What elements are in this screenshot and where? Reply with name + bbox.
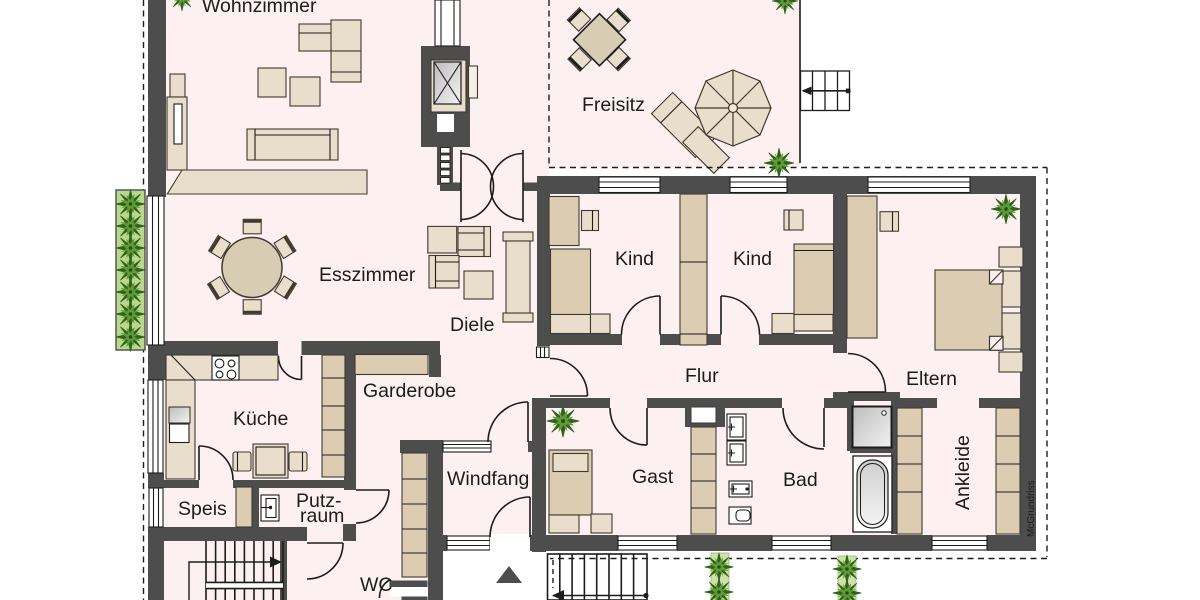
svg-text:Wohnzimmer: Wohnzimmer — [202, 0, 317, 17]
svg-text:raum: raum — [300, 505, 344, 527]
svg-text:WC: WC — [360, 574, 393, 596]
svg-text:Küche: Küche — [233, 408, 288, 430]
svg-text:Esszimmer: Esszimmer — [319, 264, 416, 286]
svg-text:Diele: Diele — [450, 314, 494, 336]
svg-text:Speis: Speis — [178, 498, 227, 520]
svg-text:McGrundriss: McGrundriss — [1026, 480, 1037, 537]
svg-text:Windfang: Windfang — [447, 468, 529, 490]
svg-text:Freisitz: Freisitz — [582, 94, 645, 116]
svg-text:Putz-: Putz- — [296, 490, 342, 512]
svg-text:Bad: Bad — [783, 469, 818, 491]
svg-text:Eltern: Eltern — [906, 368, 957, 390]
svg-text:Garderobe: Garderobe — [363, 380, 456, 402]
svg-text:Kind: Kind — [733, 248, 772, 270]
svg-text:Gast: Gast — [632, 466, 674, 488]
svg-text:Kind: Kind — [615, 248, 654, 270]
svg-text:Ankleide: Ankleide — [952, 435, 974, 510]
svg-text:Flur: Flur — [685, 365, 719, 387]
